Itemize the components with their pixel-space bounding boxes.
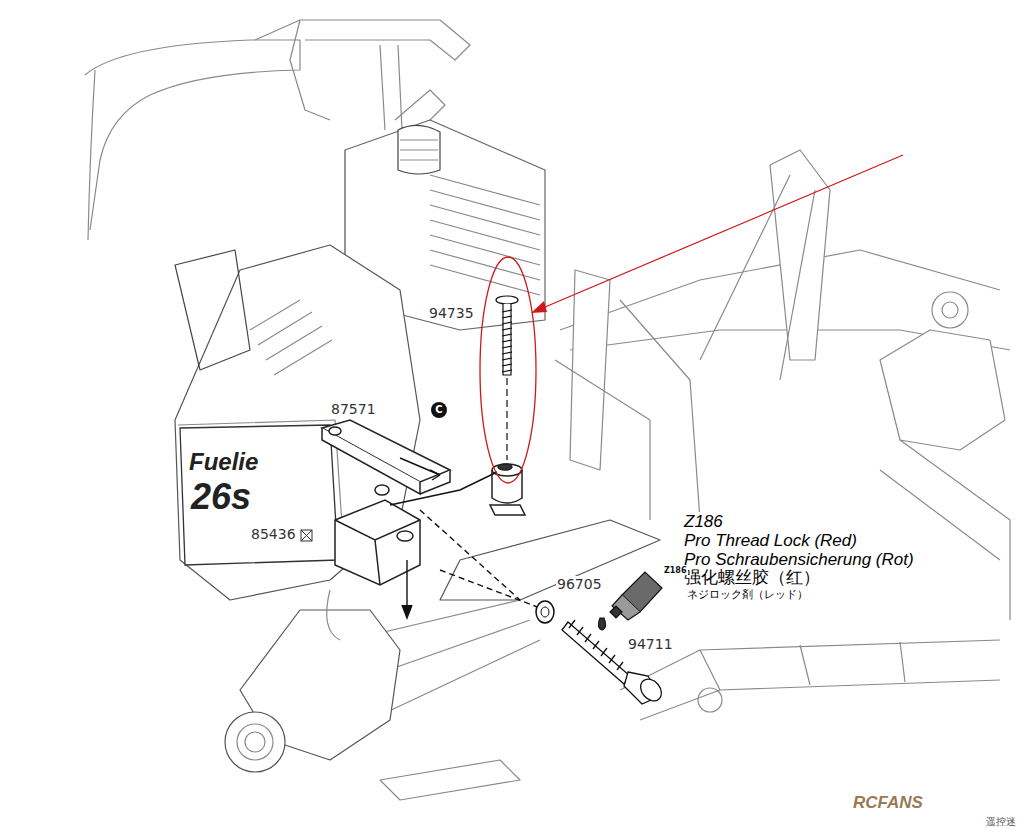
- callout-number: 87571: [330, 401, 377, 417]
- node-text: C: [435, 405, 442, 415]
- watermark: 遥控迷: [985, 816, 1017, 828]
- watermark: RCFANS: [852, 793, 924, 813]
- product-name: Pro Thread Lock (Red): [683, 531, 858, 551]
- product-name: Pro Schraubensicherung (Rot): [683, 550, 915, 570]
- callout-number: 94711: [627, 636, 674, 652]
- callout-number: 94735: [428, 305, 475, 321]
- product-code: Z186: [683, 512, 724, 532]
- product-name: 强化螺丝胶（红）: [683, 568, 821, 588]
- callout-number: 96705: [556, 576, 603, 592]
- engine-decal: 26s: [190, 476, 252, 517]
- callout-number: 85436: [250, 526, 297, 542]
- product-name: ネジロック剤（レッド）: [686, 589, 809, 602]
- circled-letter: C: [431, 402, 447, 418]
- bottle-label: Z186: [663, 566, 688, 575]
- engine-decal: Fuelie: [188, 448, 259, 476]
